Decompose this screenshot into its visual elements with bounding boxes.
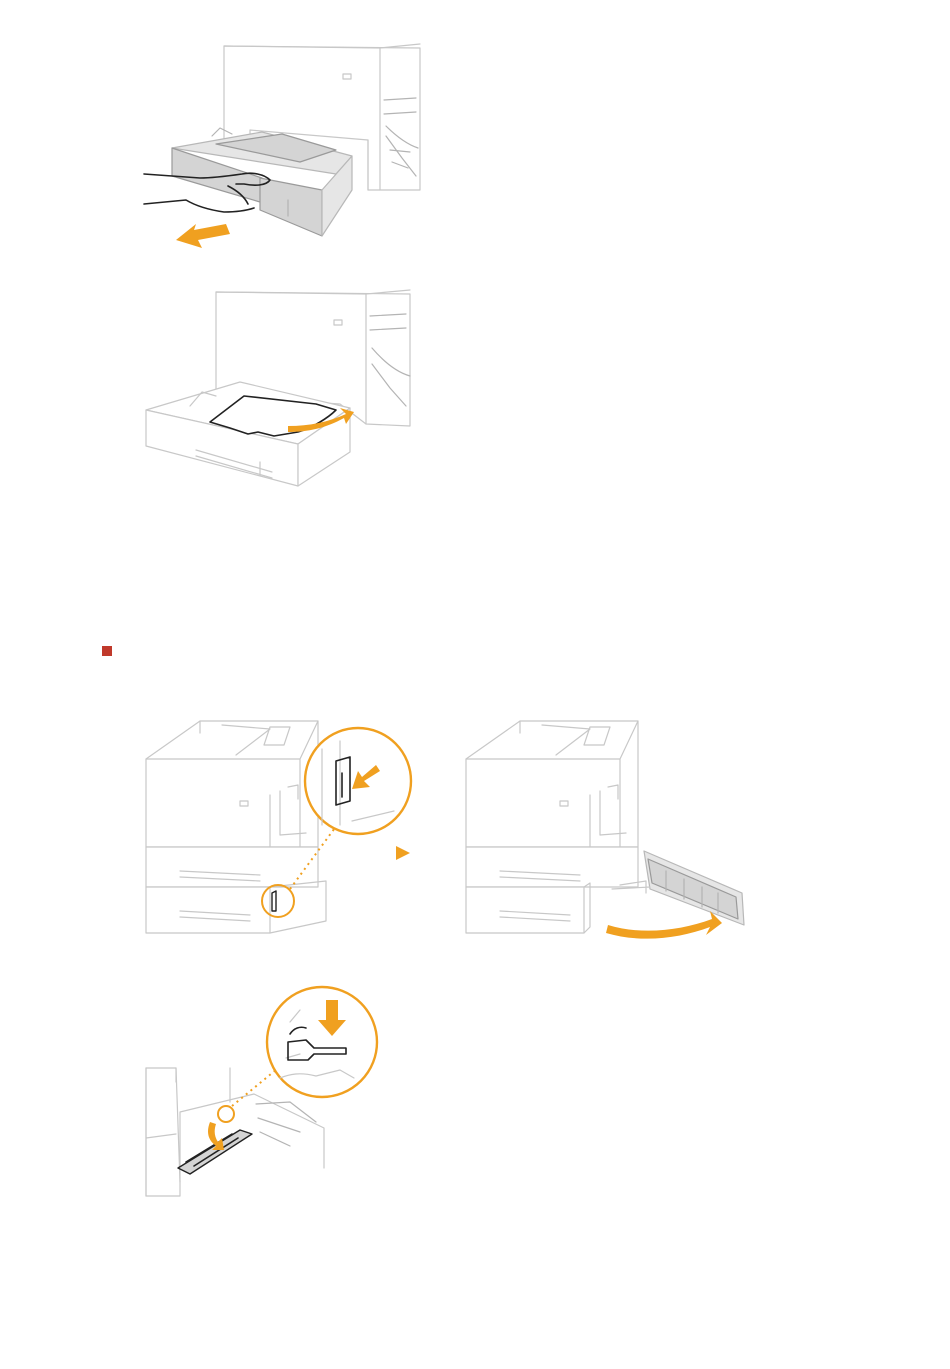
lower-guide-svg <box>140 982 385 1202</box>
section-marker <box>102 646 112 656</box>
lower-guide-arrow-icon <box>208 1122 224 1150</box>
press-lever-svg <box>140 715 415 940</box>
open-right-cover-svg <box>460 715 755 945</box>
drawer-pull-out-illustration <box>140 40 425 255</box>
drawer-pull-out-svg <box>140 40 425 255</box>
pull-arrow-icon <box>176 224 230 248</box>
press-lever-illustration <box>140 715 415 940</box>
remove-jammed-paper-svg <box>140 286 415 501</box>
guide-highlight-circle <box>218 1106 234 1122</box>
square-bullet-icon <box>102 646 112 656</box>
open-right-cover-illustration <box>460 715 755 945</box>
open-cover-arrow-icon <box>606 911 722 939</box>
triangle-right-icon <box>396 846 410 860</box>
remove-jammed-paper-illustration <box>140 286 415 501</box>
lower-guide-illustration <box>140 982 385 1202</box>
step-next-arrow <box>396 846 410 860</box>
zoom-circle-guide <box>267 987 377 1097</box>
